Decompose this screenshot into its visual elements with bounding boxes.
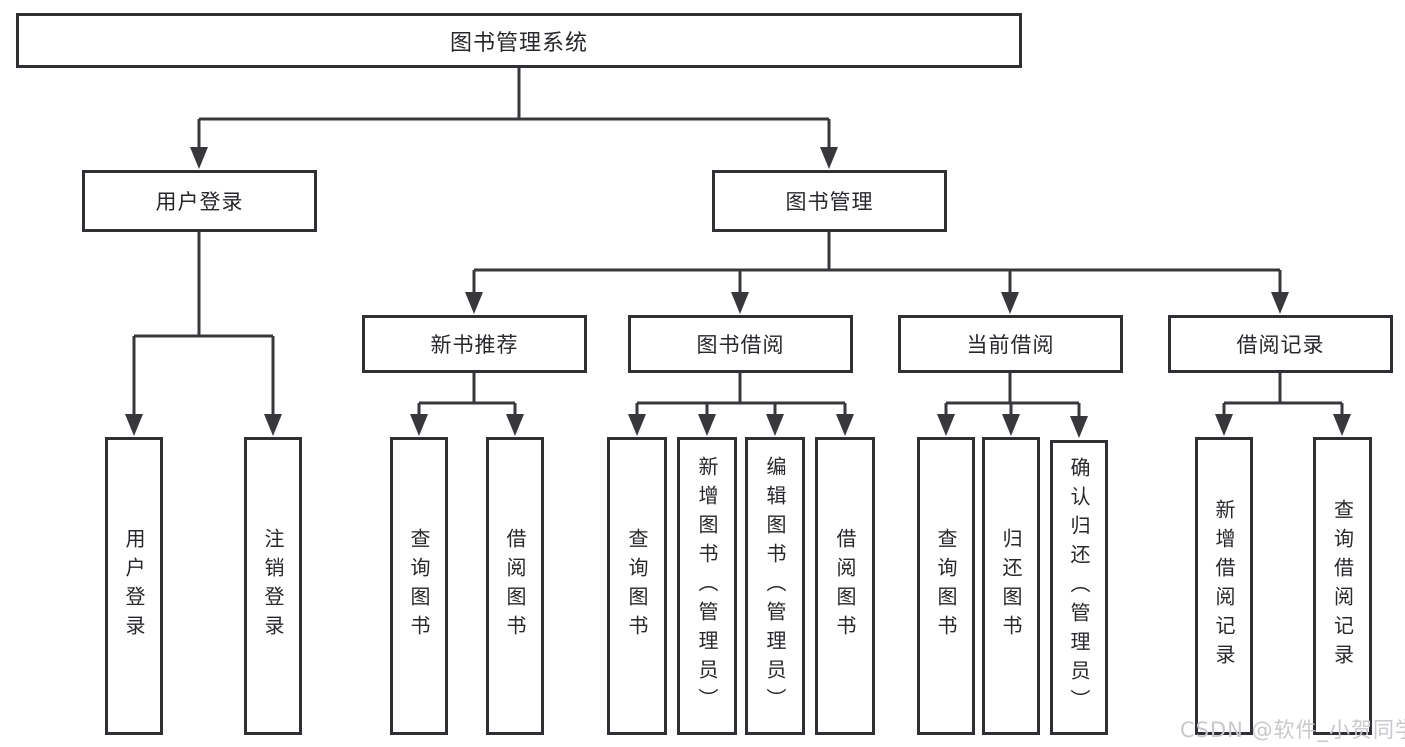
node-label: 编辑图书（管理员）: [763, 455, 787, 717]
leaf-borrowing-add-books-admin: 新增图书（管理员）: [677, 437, 737, 735]
connector-borrowing-records-to-leaves: [1215, 373, 1351, 436]
node-label: 归还图书: [999, 528, 1023, 644]
node-label: 查询图书: [407, 528, 431, 644]
connector-new-book-recommendation-to-leaves: [410, 373, 524, 436]
node-label: 图书借阅: [696, 333, 785, 357]
node-new-book-recommendation: 新书推荐: [362, 315, 587, 373]
node-label: 注销登录: [261, 528, 285, 644]
node-label: 借阅图书: [833, 528, 857, 644]
node-label: 新书推荐: [430, 333, 519, 357]
leaf-borrowing-borrow-books: 借阅图书: [815, 437, 875, 735]
node-label: 查询图书: [625, 528, 649, 644]
node-user-login: 用户登录: [82, 170, 317, 232]
leaf-current-confirm-return-admin: 确认归还（管理员）: [1050, 440, 1108, 735]
node-label: 查询图书: [934, 528, 958, 644]
node-label: 当前借阅: [966, 333, 1055, 357]
watermark-text: CSDN @软件_小贺同学: [1180, 718, 1405, 742]
connector-book-borrowing-to-leaves: [628, 373, 854, 436]
node-label: 借阅图书: [503, 528, 527, 644]
node-borrowing-records: 借阅记录: [1168, 315, 1393, 373]
leaf-recommendation-query-books: 查询图书: [390, 437, 448, 735]
node-label: 借阅记录: [1236, 333, 1325, 357]
leaf-borrowing-query-books: 查询图书: [607, 437, 667, 735]
connector-root-to-level2: [190, 68, 838, 169]
node-library-management-system: 图书管理系统: [16, 13, 1022, 68]
leaf-recommendation-borrow-books: 借阅图书: [486, 437, 544, 735]
node-label: 用户登录: [122, 528, 146, 644]
node-label: 查询借阅记录: [1330, 499, 1355, 673]
node-book-management: 图书管理: [712, 170, 947, 232]
leaf-borrowing-edit-books-admin: 编辑图书（管理员）: [745, 437, 805, 735]
leaf-user-login: 用户登录: [105, 437, 163, 735]
leaf-records-query-borrow-record: 查询借阅记录: [1313, 437, 1372, 735]
connector-current-borrowing-to-leaves: [937, 373, 1088, 438]
node-book-borrowing: 图书借阅: [628, 315, 853, 373]
node-label: 确认归还（管理员）: [1067, 457, 1091, 718]
node-label: 新增借阅记录: [1212, 499, 1236, 673]
node-current-borrowing: 当前借阅: [898, 315, 1123, 373]
leaf-records-add-borrow-record: 新增借阅记录: [1195, 437, 1253, 735]
leaf-current-return-books: 归还图书: [982, 437, 1040, 735]
leaf-current-query-books: 查询图书: [917, 437, 975, 735]
node-label: 图书管理系统: [449, 30, 588, 56]
node-label: 图书管理: [785, 190, 874, 214]
node-label: 新增图书（管理员）: [695, 455, 719, 717]
leaf-logout: 注销登录: [244, 437, 302, 735]
connector-book-management-to-level3: [465, 232, 1289, 314]
node-label: 用户登录: [155, 190, 244, 214]
connector-user-login-to-leaves: [125, 232, 282, 436]
